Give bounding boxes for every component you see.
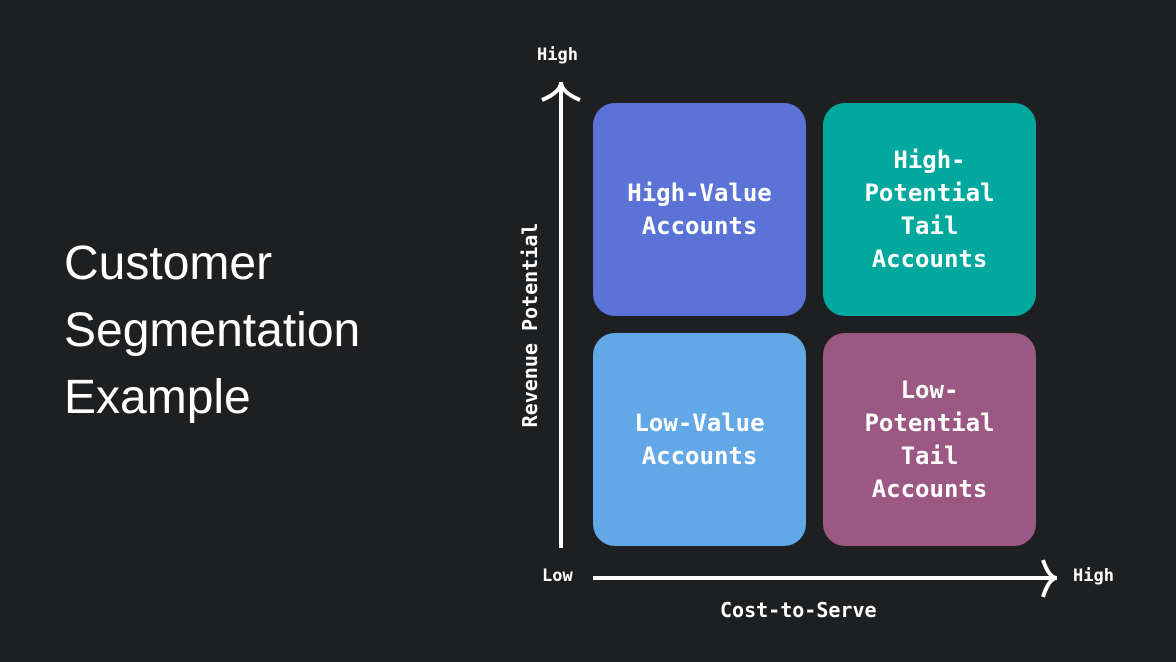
title-line: Example bbox=[64, 371, 251, 424]
quadrant-high-potential-tail: High-Potential Tail Accounts bbox=[823, 103, 1036, 316]
title-line: Segmentation bbox=[64, 304, 361, 357]
page-title: Customer Segmentation Example bbox=[64, 230, 360, 431]
quadrant-low-potential-tail: Low-Potential Tail Accounts bbox=[823, 333, 1036, 546]
origin-low-label: Low bbox=[542, 566, 573, 586]
quadrant-low-value: Low-Value Accounts bbox=[593, 333, 806, 546]
quadrant-label: High-Potential Tail Accounts bbox=[864, 145, 995, 273]
y-axis-title: Revenue Potential bbox=[518, 222, 542, 428]
x-axis-title: Cost-to-Serve bbox=[720, 598, 877, 622]
quadrant-label: High-Value Accounts bbox=[627, 178, 772, 240]
quadrant-label: Low-Value Accounts bbox=[634, 408, 765, 470]
quadrant-label: Low-Potential Tail Accounts bbox=[864, 375, 995, 503]
x-axis-arrowhead-icon bbox=[1041, 559, 1058, 598]
quadrant-high-value: High-Value Accounts bbox=[593, 103, 806, 316]
x-axis-high-label: High bbox=[1073, 566, 1114, 586]
y-axis-arrowhead-icon bbox=[541, 81, 581, 102]
title-line: Customer bbox=[64, 237, 273, 290]
y-axis-high-label: High bbox=[537, 45, 578, 65]
